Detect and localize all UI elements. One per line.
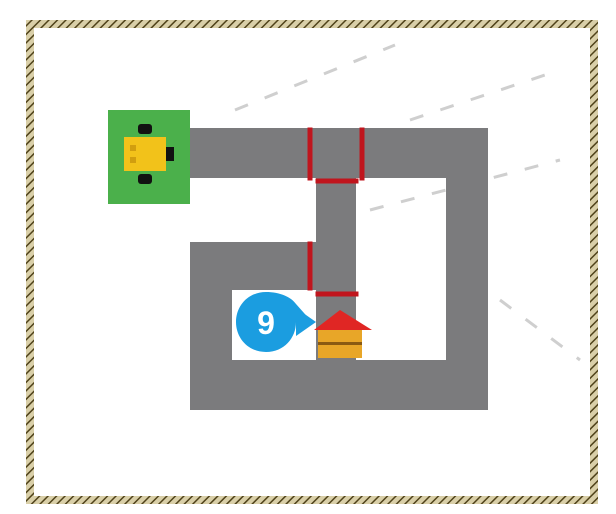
road-bottom: [190, 360, 488, 410]
step-badge-value: 9: [257, 305, 275, 341]
road-inner-top: [190, 242, 326, 290]
start-tile: [108, 110, 190, 204]
